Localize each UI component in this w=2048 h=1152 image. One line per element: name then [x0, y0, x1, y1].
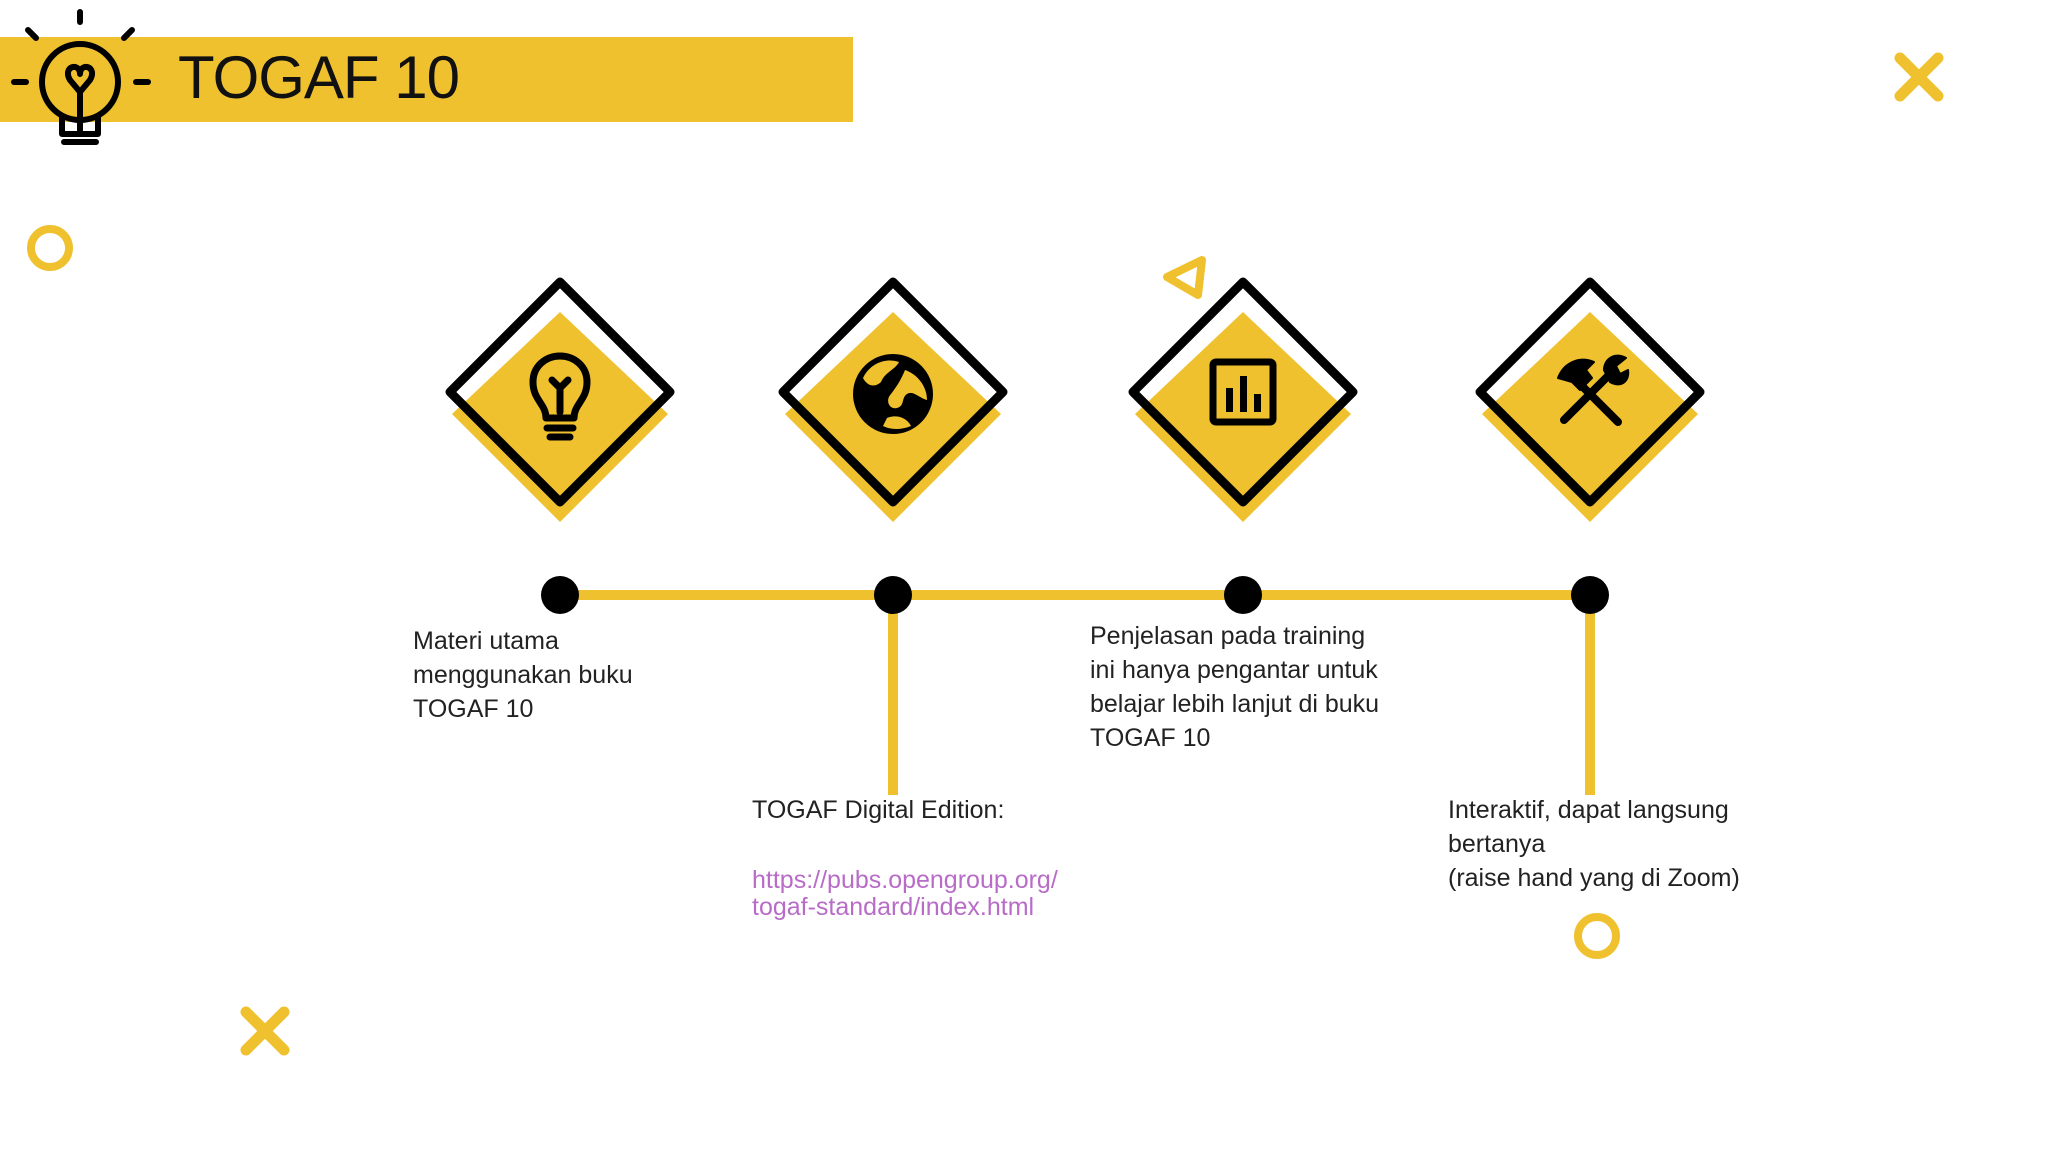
globe-icon [853, 354, 933, 434]
timeline-dot-3 [1224, 576, 1262, 614]
milestone-4-text: Interaktif, dapat langsung bertanya (rai… [1448, 796, 1740, 892]
page-title: TOGAF 10 [178, 44, 460, 111]
milestone-diamond-2 [778, 277, 1008, 522]
lightbulb-icon [529, 352, 591, 441]
milestone-diamond-3 [1128, 277, 1358, 522]
decor-circle-icon-bottom [1574, 913, 1620, 959]
decor-triangle-icon [1163, 256, 1206, 299]
milestone-diamond-1 [445, 277, 675, 522]
decor-circle-icon-left [27, 225, 73, 271]
decor-x-icon-bottom [240, 1006, 290, 1056]
decor-x-icon-top [1894, 52, 1944, 102]
togaf-digital-edition-link[interactable]: https://pubs.opengroup.org/ togaf-standa… [752, 866, 1058, 921]
milestone-diamond-4 [1475, 277, 1705, 522]
header-lightbulb-icon [11, 9, 151, 145]
timeline-dot-2 [874, 576, 912, 614]
timeline-dot-1 [541, 576, 579, 614]
bar-chart-icon [1209, 358, 1277, 426]
milestone-2-text: TOGAF Digital Edition: [752, 796, 1005, 824]
timeline-dot-4 [1571, 576, 1609, 614]
milestone-3-text: Penjelasan pada training ini hanya penga… [1090, 622, 1380, 752]
tools-icon [1557, 354, 1630, 426]
milestone-1-text: Materi utama menggunakan buku TOGAF 10 [413, 627, 633, 723]
